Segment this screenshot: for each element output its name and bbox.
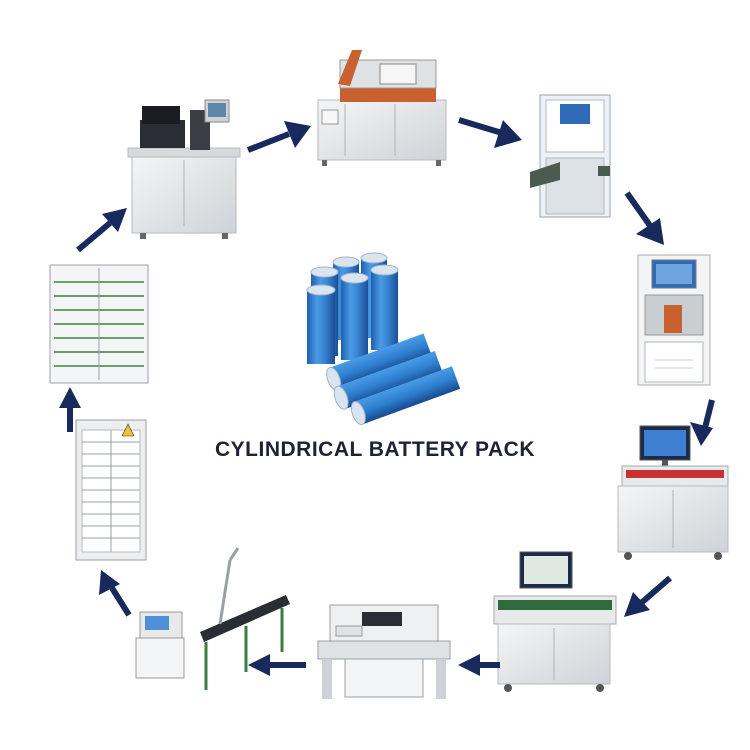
flow-arrow [624, 191, 664, 245]
flow-arrow [248, 654, 306, 676]
flow-arrow [624, 575, 672, 617]
enclosed-welding-machine [530, 94, 611, 218]
flow-arrow [99, 570, 132, 617]
shrink-tunnel [317, 604, 451, 699]
lying-battery-cell [350, 366, 461, 426]
lying-battery-cell [333, 350, 443, 410]
flow-arrow [76, 208, 127, 253]
bms-test-workbench [493, 551, 617, 692]
battery-tester-station [617, 425, 729, 560]
diagram-title: CYLINDRICAL BATTERY PACK [214, 438, 535, 461]
flow-arrow [246, 121, 311, 153]
standing-battery-cell [340, 272, 369, 360]
flow-arrow [690, 399, 715, 446]
capacity-grading-rack [49, 264, 149, 384]
inkjet-coder-conveyor [135, 547, 290, 690]
battery-welding-machine [127, 99, 241, 239]
cylindrical-battery-cells [306, 252, 461, 426]
flow-arrow [458, 654, 500, 676]
flow-arrow [59, 387, 81, 432]
aging-cabinet [75, 419, 147, 561]
flow-arrow [458, 117, 522, 148]
standing-battery-cell [306, 284, 336, 364]
standing-battery-cell [370, 264, 399, 350]
automatic-spot-welder [637, 254, 711, 386]
cell-loading-station [317, 50, 447, 166]
